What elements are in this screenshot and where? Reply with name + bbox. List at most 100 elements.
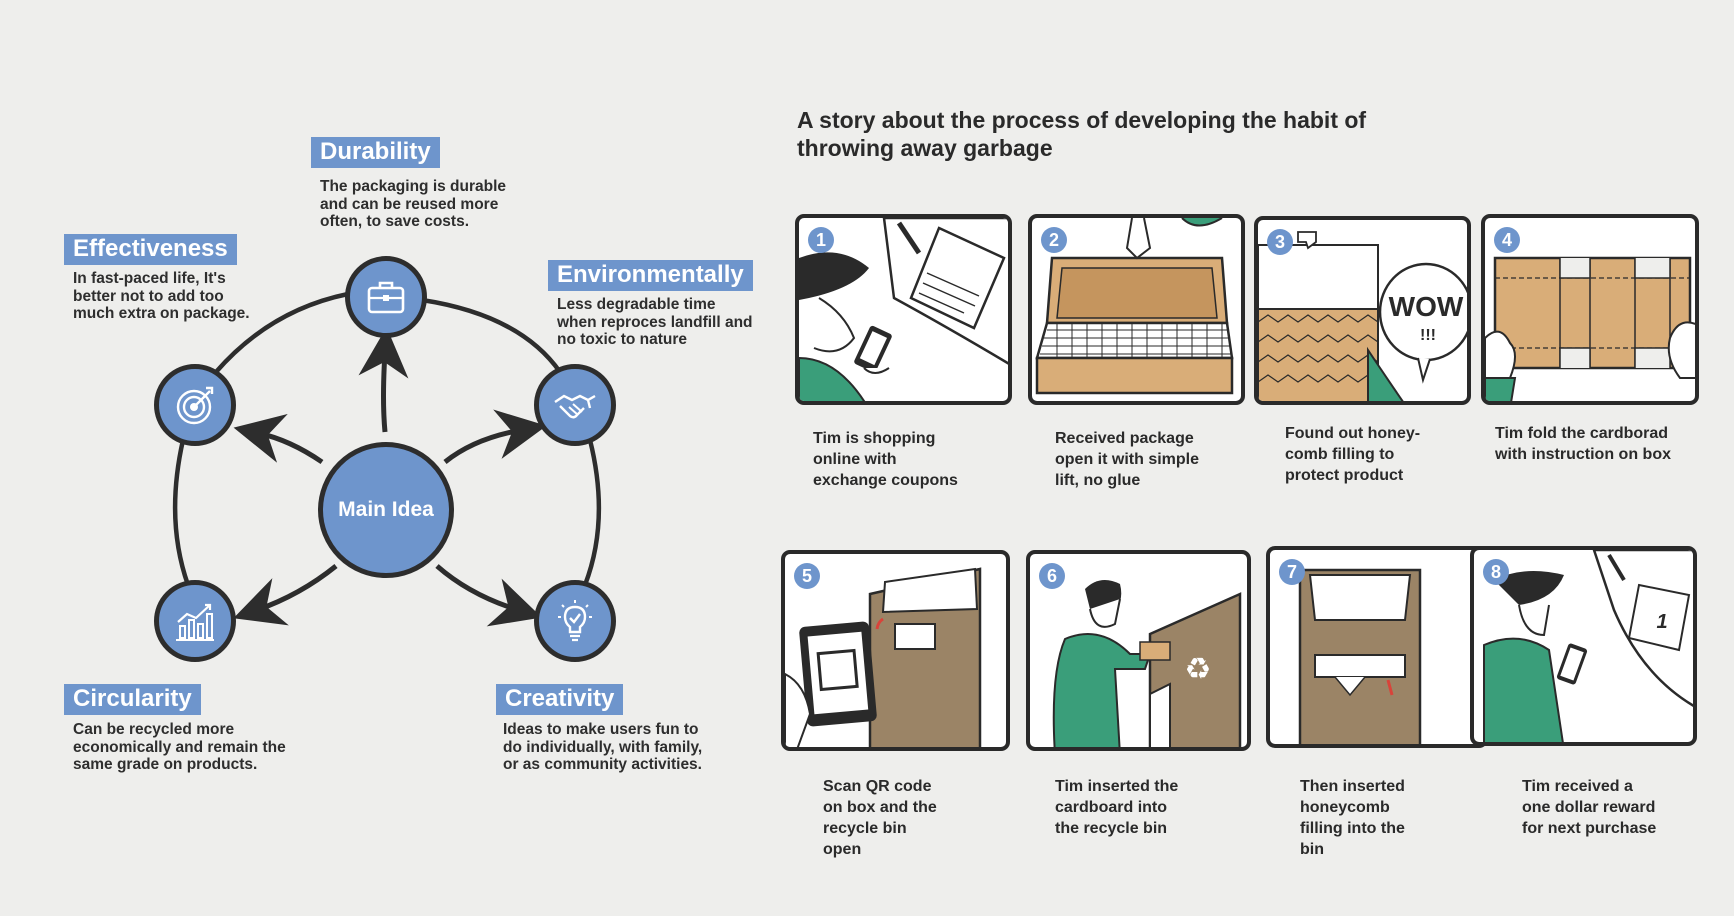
desc-line: The packaging is durable xyxy=(320,178,507,195)
insert-honeycomb-illustration xyxy=(1298,568,1422,744)
caption-line: Tim is shopping xyxy=(813,430,936,447)
story-panel-7: 7 xyxy=(1266,546,1488,748)
creativity-description: Ideas to make users fun to do individual… xyxy=(503,721,702,774)
caption-line: Tim received a xyxy=(1522,778,1633,795)
arrow-to-creativity xyxy=(435,564,542,627)
story-caption-5: Scan QR code on box and the recycle bin … xyxy=(823,776,937,860)
ring-arc-top-right xyxy=(421,297,562,374)
outer-ring xyxy=(172,291,602,586)
circularity-title: Circularity xyxy=(64,684,201,715)
step-number: 6 xyxy=(1039,563,1065,589)
desc-line: much extra on package. xyxy=(73,305,250,322)
desc-line: do individually, with family, xyxy=(503,738,703,756)
caption-line: for next purchase xyxy=(1522,820,1657,837)
ring-arc-right xyxy=(582,439,602,586)
caption-line: one dollar reward xyxy=(1522,799,1656,816)
caption-line: cardboard into xyxy=(1055,799,1168,816)
creativity-node xyxy=(534,580,616,662)
shopping-scene-illustration xyxy=(799,218,1008,401)
dollar-reward-text: 1 xyxy=(1656,611,1667,633)
environmentally-description: Less degradable time when reproces landf… xyxy=(557,296,753,349)
durability-description: The packaging is durable and can be reus… xyxy=(320,178,506,231)
handshake-icon xyxy=(554,394,596,419)
desc-line: Less degradable time xyxy=(557,296,716,313)
growth-chart-icon xyxy=(176,603,214,641)
story-title: A story about the process of developing … xyxy=(797,106,1397,162)
caption-line: the recycle bin xyxy=(1055,820,1168,837)
effectiveness-node xyxy=(154,364,236,446)
effectiveness-description: In fast-paced life, It's better not to a… xyxy=(73,270,250,323)
caption-line: with instruction on box xyxy=(1495,446,1671,463)
arrow-to-durability xyxy=(358,327,409,433)
durability-title: Durability xyxy=(311,137,440,168)
desc-line: often, to save costs. xyxy=(320,213,470,230)
caption-line: Tim fold the cardborad xyxy=(1495,425,1669,442)
center-arrows xyxy=(233,327,547,627)
story-panel-6: 6 ♻ xyxy=(1026,550,1251,751)
desc-line: or as community activities. xyxy=(503,756,702,773)
story-title-line: throwing away garbage xyxy=(797,135,1053,161)
durability-node xyxy=(345,256,427,338)
caption-line: Then inserted xyxy=(1300,778,1405,795)
scan-qr-illustration xyxy=(785,567,982,747)
caption-line: Tim inserted the xyxy=(1055,778,1179,795)
story-caption-2: Received package open it with simple lif… xyxy=(1055,428,1199,491)
desc-line: In fast-paced life, It's xyxy=(73,270,226,287)
lightbulb-icon xyxy=(558,600,592,642)
story-panel-1: 1 xyxy=(795,214,1012,405)
circularity-node xyxy=(154,580,236,662)
ring-arc-top-left xyxy=(214,291,349,374)
story-caption-1: Tim is shopping online with exchange cou… xyxy=(813,428,958,491)
caption-line: bin xyxy=(1300,841,1324,858)
arrow-to-environmentally xyxy=(443,409,547,464)
recycle-icon: ♻ xyxy=(1185,652,1212,687)
step-number: 8 xyxy=(1483,559,1509,585)
story-caption-6: Tim inserted the cardboard into the recy… xyxy=(1055,776,1178,839)
step-number: 1 xyxy=(808,227,834,253)
caption-line: filling into the xyxy=(1300,820,1405,837)
creativity-title: Creativity xyxy=(496,684,624,715)
insert-cardboard-illustration: ♻ xyxy=(1052,580,1242,747)
story-title-line: A story about the process of developing … xyxy=(797,107,1367,133)
desc-line: and can be reused more xyxy=(320,195,499,213)
arrow-to-circularity xyxy=(233,564,338,626)
main-idea-label: Main Idea xyxy=(338,498,434,521)
step-number: 2 xyxy=(1041,227,1067,253)
caption-line: open it with simple xyxy=(1055,451,1200,468)
target-icon xyxy=(176,386,214,425)
caption-line: online with xyxy=(813,451,897,468)
diagram-connectors xyxy=(172,291,602,627)
honeycomb-filling-illustration: WOW !!! xyxy=(1258,231,1467,401)
caption-line: Scan QR code xyxy=(823,778,932,795)
story-panel-8: 8 1 xyxy=(1470,546,1697,746)
desc-line: Ideas to make users fun to xyxy=(503,721,699,738)
reward-illustration: 1 xyxy=(1483,550,1693,742)
caption-line: honeycomb xyxy=(1300,799,1390,816)
environmentally-title: Environmentally xyxy=(548,260,753,291)
story-panel-3: 3 WOW !!! xyxy=(1254,216,1471,405)
caption-line: on box and the xyxy=(823,799,937,816)
desc-line: same grade on products. xyxy=(73,756,258,773)
desc-line: economically and remain the xyxy=(73,738,286,756)
story-panel-5: 5 xyxy=(781,550,1010,751)
wow-text: WOW xyxy=(1389,291,1464,322)
caption-line: recycle bin xyxy=(823,820,907,837)
caption-line: lift, no glue xyxy=(1055,472,1141,489)
caption-line: comb filling to xyxy=(1285,446,1395,463)
story-caption-4: Tim fold the cardborad with instruction … xyxy=(1495,423,1671,465)
arrow-to-effectiveness xyxy=(233,413,324,465)
story-caption-3: Found out honey- comb filling to protect… xyxy=(1285,423,1420,486)
desc-line: no toxic to nature xyxy=(557,331,688,348)
ring-arc-left xyxy=(172,439,191,586)
effectiveness-title: Effectiveness xyxy=(64,234,237,265)
desc-line: when reproces landfill and xyxy=(557,313,753,331)
story-panel-2: 2 xyxy=(1028,214,1245,405)
caption-line: exchange coupons xyxy=(813,472,958,489)
step-number: 3 xyxy=(1267,229,1293,255)
story-caption-7: Then inserted honeycomb filling into the… xyxy=(1300,776,1405,860)
circularity-description: Can be recycled more economically and re… xyxy=(73,721,286,774)
story-caption-8: Tim received a one dollar reward for nex… xyxy=(1522,776,1656,839)
fold-cardboard-illustration xyxy=(1485,256,1695,401)
main-idea-node: Main Idea xyxy=(318,442,454,578)
open-package-illustration xyxy=(1035,218,1234,395)
